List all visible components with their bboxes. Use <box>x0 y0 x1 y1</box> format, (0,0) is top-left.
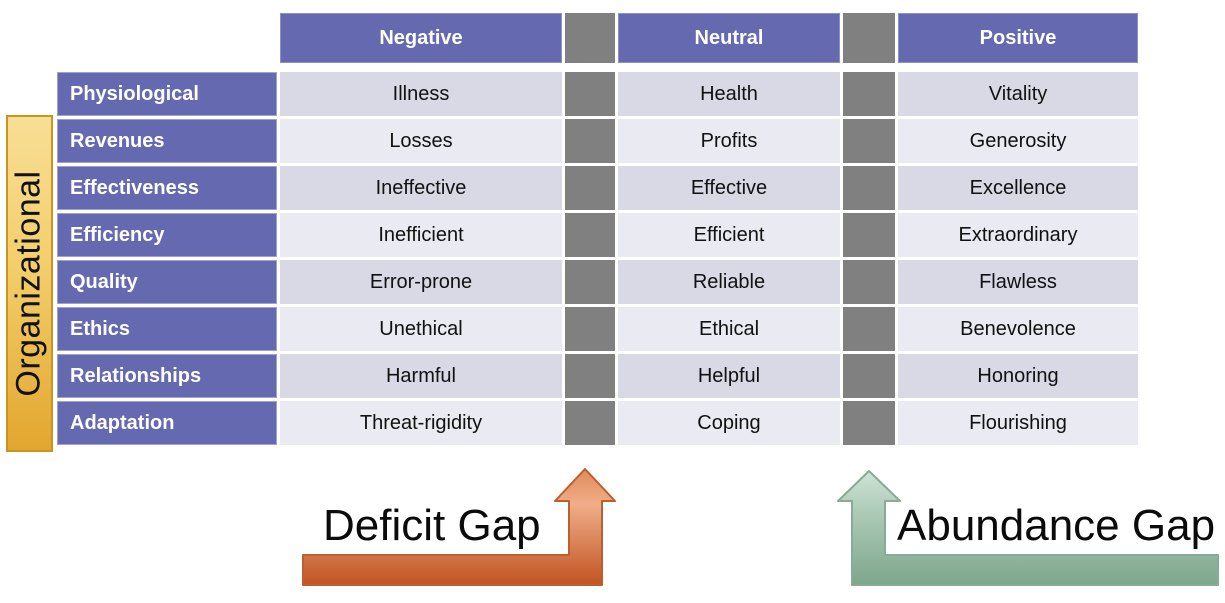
cell-neutral: Efficient <box>618 213 840 257</box>
row-header-adaptation: Adaptation <box>57 401 277 445</box>
column-header-row: Negative Neutral Positive <box>280 13 1138 63</box>
separator-cell <box>565 72 615 116</box>
separator-cell <box>843 307 895 351</box>
cell-negative: Losses <box>280 119 562 163</box>
cell-negative: Error-prone <box>280 260 562 304</box>
cell-positive: Flawless <box>898 260 1138 304</box>
row-header-effectiveness: Effectiveness <box>57 166 277 210</box>
organizational-label: Organizational <box>10 170 48 397</box>
cell-negative: Harmful <box>280 354 562 398</box>
separator-cell <box>565 166 615 210</box>
row-header-revenues: Revenues <box>57 119 277 163</box>
row-header-quality: Quality <box>57 260 277 304</box>
cell-positive: Excellence <box>898 166 1138 210</box>
cell-negative: Inefficient <box>280 213 562 257</box>
column-header-positive: Positive <box>898 13 1138 63</box>
deficit-gap-label: Deficit Gap <box>323 501 541 550</box>
cell-neutral: Health <box>618 72 840 116</box>
separator-cell <box>843 72 895 116</box>
cell-neutral: Effective <box>618 166 840 210</box>
separator-cell <box>843 401 895 445</box>
separator-cell <box>843 260 895 304</box>
separator-cell <box>565 213 615 257</box>
separator-cell <box>843 213 895 257</box>
separator-cell <box>565 260 615 304</box>
column-header-neutral: Neutral <box>618 13 840 63</box>
separator-cell <box>565 13 615 63</box>
cell-negative: Ineffective <box>280 166 562 210</box>
state-table: Physiological Illness Health Vitality Re… <box>57 72 1138 445</box>
row-header-efficiency: Efficiency <box>57 213 277 257</box>
separator-cell <box>843 119 895 163</box>
cell-negative: Illness <box>280 72 562 116</box>
abundance-gap-label: Abundance Gap <box>897 501 1216 550</box>
cell-negative: Threat-rigidity <box>280 401 562 445</box>
separator-cell <box>843 354 895 398</box>
cell-positive: Flourishing <box>898 401 1138 445</box>
row-header-physiological: Physiological <box>57 72 277 116</box>
row-header-ethics: Ethics <box>57 307 277 351</box>
cell-positive: Honoring <box>898 354 1138 398</box>
cell-neutral: Profits <box>618 119 840 163</box>
separator-cell <box>843 166 895 210</box>
column-header-negative: Negative <box>280 13 562 63</box>
separator-cell <box>565 119 615 163</box>
cell-neutral: Ethical <box>618 307 840 351</box>
cell-neutral: Reliable <box>618 260 840 304</box>
separator-cell <box>843 13 895 63</box>
cell-positive: Generosity <box>898 119 1138 163</box>
separator-cell <box>565 401 615 445</box>
cell-positive: Extraordinary <box>898 213 1138 257</box>
separator-cell <box>565 354 615 398</box>
cell-positive: Benevolence <box>898 307 1138 351</box>
separator-cell <box>565 307 615 351</box>
row-header-relationships: Relationships <box>57 354 277 398</box>
cell-neutral: Coping <box>618 401 840 445</box>
cell-negative: Unethical <box>280 307 562 351</box>
cell-positive: Vitality <box>898 72 1138 116</box>
organizational-band: Organizational <box>6 115 53 452</box>
cell-neutral: Helpful <box>618 354 840 398</box>
